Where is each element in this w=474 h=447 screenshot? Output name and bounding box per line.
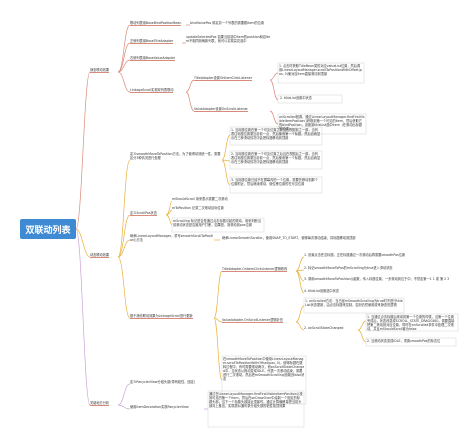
- text-item-decoration-detail: 通过在LinearLayoutManager.findFirstVisibleI…: [209, 392, 303, 409]
- connector-root-dynamic: [75, 228, 91, 258]
- text-state-idle: 2. 当滚动状态变成IDLE，重置smoothPos的标志位: [367, 339, 441, 343]
- branch-static-linkage[interactable]: 静态联动效果: [90, 68, 110, 74]
- node-linear-layout-manager[interactable]: 继承LinearLayoutManager，重写smoothScrollToPo…: [130, 234, 214, 243]
- note-update-selected-pos: updateSelectedPos 如果当前选中item的position和自I…: [186, 35, 271, 44]
- node-base-title-adapter[interactable]: 左侧列表用BaseTitleAdapter: [130, 39, 174, 45]
- text-step-3: 3. 调用smoothMoveToPosition()函数，传入标题位置，一步滚…: [304, 277, 450, 281]
- connector-root-key: [75, 228, 91, 406]
- root-topic[interactable]: 双联动列表: [20, 219, 76, 239]
- text-title-list-selected: 2. titleList设置中状态: [280, 96, 312, 100]
- text-to-position: mToPosition 记录二次滚动目标位置: [172, 206, 224, 210]
- node-base-value-adapter[interactable]: 右侧列表用BaseValueAdapter: [130, 56, 176, 62]
- node-update-linkage-scroll[interactable]: 基于静态联动效果为LinkageScroll进行更新: [130, 314, 193, 320]
- note-snap-to-start: 继承LinearSmoothScroller，使用SNAP_TO_START，使…: [222, 236, 356, 240]
- text-should-scroll: mShouldScroll 用来表示需要二次滚动: [172, 197, 228, 201]
- text-case-1: 1. 当标题位置在第一个可见位置之前且在视图前之一部，当列表往标题位置更加靠前一…: [231, 128, 321, 141]
- text-step-1: 1. 设置点击任意标题，正在标题通过一次滚动后再需要smoothPos位置: [304, 253, 406, 257]
- node-title-adapter-click[interactable]: TitleAdapter设置OnItemClickListener: [194, 76, 253, 82]
- branch-dynamic-linkage[interactable]: 动态联动效果: [90, 253, 110, 259]
- node-item-decoration[interactable]: 使用ItemDecoration实现RecyclerView: [130, 405, 189, 409]
- text-step-2: 2. 标记smoothMoveToPos的mScrolling为true进入滑动…: [304, 266, 393, 270]
- note-bind-value-pos: bindValuePos 绑定另一个列表的需要跳Item的位置: [190, 21, 265, 25]
- node-smooth-move-to-position[interactable]: 定义smoothMoveToPosition方法，为了使得动效统一性，需要区分3…: [130, 152, 221, 161]
- node-bind-position-bean[interactable]: 联动列表用BaseBindPositionBean: [130, 21, 182, 27]
- text-step-4: 4. titleList设置选中状态: [304, 289, 339, 293]
- text-case-2: 2. 当标题位置在第一个可见位置之后且在视图后之一部，当列表往标题位置更加靠前一…: [231, 152, 321, 165]
- text-on-scrolled-callback: onScrolled回调，通过LinearLayoutManager.findF…: [279, 115, 365, 132]
- text-click-scroll-to-position: 1. 点击时获取TitleBean类的对应valueList位置，然后调用Lin…: [279, 64, 362, 77]
- node-linkage-scroll[interactable]: LinkageScroll实现双列表联动: [130, 88, 174, 94]
- node-sticky-header[interactable]: 定义RecyclerView分组头部(带有粘性、固定): [130, 380, 196, 384]
- text-on-scrolled-method: 1. onScrolled方法：当已经mSmoothScrolling为true…: [305, 299, 403, 308]
- connector-root-static: [75, 71, 91, 230]
- node-title-click-logic[interactable]: TitleAdapter.OnItemClickListener逻辑修改: [222, 267, 288, 273]
- node-scroll-pos-state[interactable]: 定义ScrollPos状态: [130, 211, 157, 217]
- text-summary: 在smoothMoveToPosition中使用LinearLayoutMana…: [223, 357, 305, 382]
- text-scrolling-flag: mScrolling 标记是否是通过点击标题引起的滚动，用来判断当前滚动状态是否…: [173, 219, 261, 228]
- node-value-adapter-scroll[interactable]: ValueAdapter设置OnScrollListener: [194, 107, 248, 113]
- node-scroll-state-changed[interactable]: 2. onScrollStateChanged: [304, 326, 344, 330]
- text-case-3: 3. 当标题位置已经不在屏幕内的一个位置，需要先移动到那个位置附近，然后继续滚动…: [231, 178, 318, 187]
- branch-key-analysis[interactable]: 关键地方分析: [90, 401, 110, 407]
- node-scroll-listener-logic[interactable]: ValueAdapter.OnScrollListener逻辑补充: [222, 318, 283, 324]
- text-state-dragging: 1. 当通过点击标题后滚动到第一个位置的时候，当第一个位置完成后，状态改变成SC…: [367, 315, 455, 331]
